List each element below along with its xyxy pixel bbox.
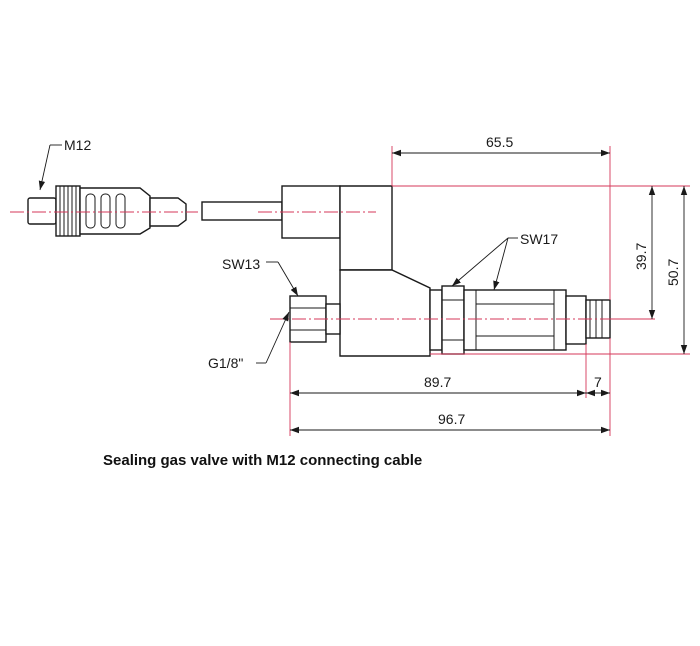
- cable: [201, 201, 283, 221]
- outlet-step: [565, 295, 587, 345]
- sw13-callout: SW13: [222, 256, 299, 297]
- dimension-height-inner: 39.7: [633, 186, 656, 319]
- svg-text:7: 7: [594, 374, 602, 390]
- svg-text:50.7: 50.7: [665, 259, 681, 286]
- svg-text:SW17: SW17: [520, 231, 558, 247]
- dimension-nozzle-length: 7: [586, 374, 610, 397]
- thread-callout: G1/8": [208, 311, 290, 371]
- dimension-total-length: 96.7: [290, 411, 610, 434]
- svg-text:G1/8": G1/8": [208, 355, 243, 371]
- sw17-body: [463, 289, 567, 351]
- m12-connector: [27, 185, 187, 237]
- sw17-nut-1: [429, 289, 443, 351]
- dimension-height-outer: 50.7: [665, 186, 688, 354]
- sw17-nut-2: [441, 285, 465, 355]
- svg-text:SW13: SW13: [222, 256, 260, 272]
- svg-text:89.7: 89.7: [424, 374, 451, 390]
- m12-label: M12: [64, 137, 91, 153]
- dimension-top-length: 65.5: [392, 134, 610, 157]
- svg-text:65.5: 65.5: [486, 134, 513, 150]
- dimension-body-length: 89.7: [290, 374, 586, 397]
- sw17-callout: SW17: [451, 231, 558, 291]
- valve-body-lower: [339, 269, 431, 357]
- valve-body-upper: [339, 185, 393, 271]
- svg-text:96.7: 96.7: [438, 411, 465, 427]
- knurled-nut: [59, 186, 77, 236]
- svg-text:39.7: 39.7: [633, 243, 649, 270]
- figure-caption: Sealing gas valve with M12 connecting ca…: [103, 452, 422, 469]
